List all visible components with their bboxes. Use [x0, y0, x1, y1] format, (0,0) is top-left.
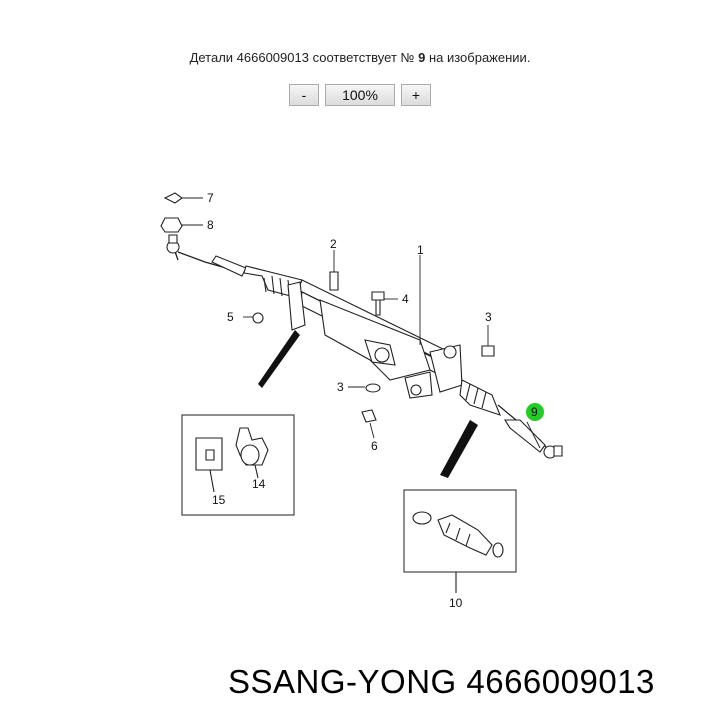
- zoom-in-button[interactable]: +: [401, 84, 431, 106]
- callout-1: 1: [417, 243, 424, 257]
- callout-3a: 3: [485, 310, 492, 324]
- callout-7: 7: [207, 191, 214, 205]
- callout-6: 6: [371, 439, 378, 453]
- caption-number: 9: [418, 50, 426, 65]
- callout-5: 5: [227, 310, 234, 324]
- callout-15: 15: [212, 493, 226, 507]
- callout-3b: 3: [337, 380, 344, 394]
- caption-suffix: на изображении.: [428, 50, 531, 65]
- callout-labels: 7 8 2 1 4 5 3 3 6 9 15 14 10: [207, 191, 538, 610]
- zoom-out-button[interactable]: -: [289, 84, 319, 106]
- rack-assembly: [166, 234, 563, 459]
- detail-box-bracket: [181, 414, 295, 516]
- callout-2: 2: [330, 237, 337, 251]
- callout-14: 14: [252, 477, 266, 491]
- caption-prefix: Детали 4666009013 соответствует №: [189, 50, 415, 65]
- detail-box-boot-kit: [403, 489, 517, 593]
- hardware-parts: [160, 192, 495, 423]
- leader-wedge-left: [258, 330, 300, 388]
- callout-8: 8: [207, 218, 214, 232]
- part-caption: Детали 4666009013 соответствует № 9 на и…: [0, 50, 720, 65]
- zoom-controls: - 100% +: [0, 84, 720, 106]
- brand-part-footer: SSANG-YONG 4666009013: [228, 663, 655, 700]
- leader-wedge-right: [440, 420, 478, 478]
- highlight-marker: [526, 403, 544, 421]
- callout-4: 4: [402, 292, 409, 306]
- callout-10: 10: [449, 596, 463, 610]
- callout-9: 9: [531, 405, 538, 419]
- zoom-level-button[interactable]: 100%: [325, 84, 395, 106]
- callout-lines: [182, 197, 541, 449]
